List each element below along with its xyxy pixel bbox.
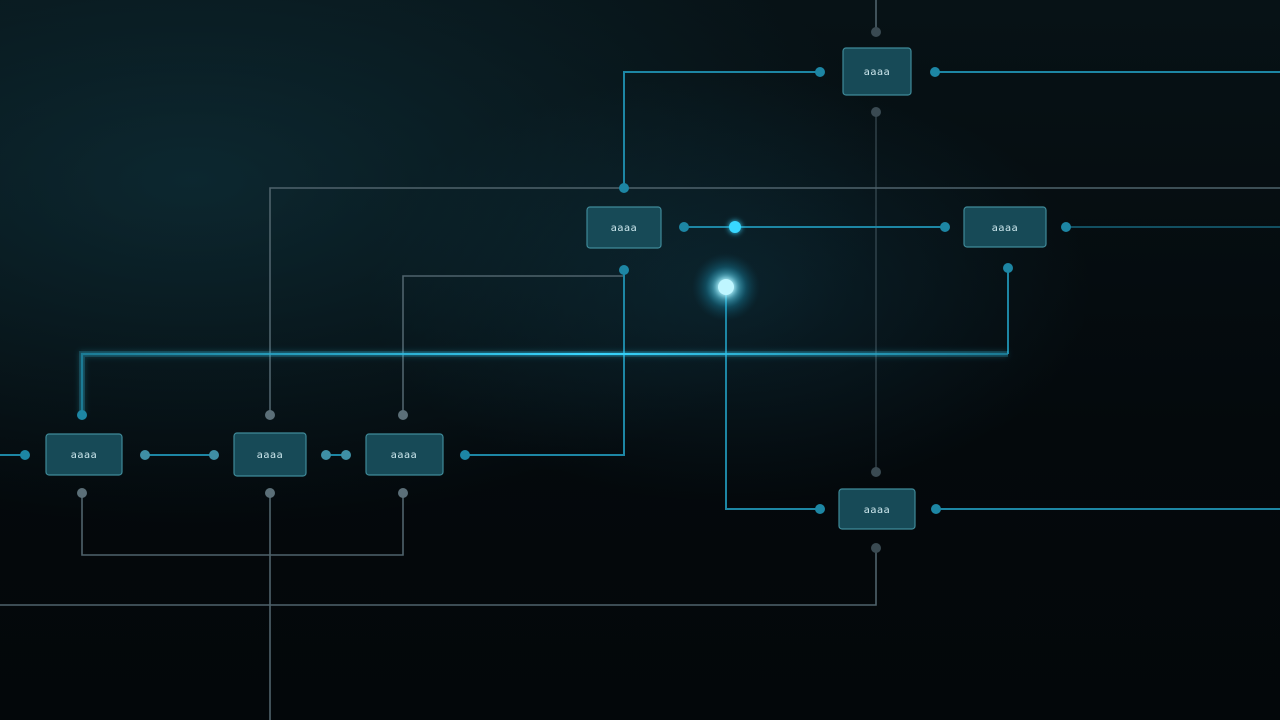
port-dot [871,467,881,477]
node-boxes: aaaa aaaa aaaa aaaa aaaa aaaa [45,47,1047,530]
process-node[interactable]: aaaa [838,488,916,530]
process-node[interactable]: aaaa [45,433,123,476]
connection-dots [20,27,1071,553]
port-dot [341,450,351,460]
port-dot [871,107,881,117]
node-label: aaaa [864,505,891,516]
node-label: aaaa [611,223,638,234]
port-dot [140,450,150,460]
port-dot [265,488,275,498]
connector-line [465,270,625,456]
port-dot [77,410,87,420]
port-dot [321,450,331,460]
port-dot [679,222,689,232]
node-label: aaaa [992,223,1019,234]
process-node[interactable]: aaaa [963,206,1047,248]
process-node[interactable]: aaaa [233,432,307,477]
port-dot [460,450,470,460]
port-dot [209,450,219,460]
connector-line [0,548,877,606]
port-dot [1061,222,1071,232]
port-dot [398,410,408,420]
port-dot [930,67,940,77]
node-label: aaaa [864,67,891,78]
port-dot [20,450,30,460]
node-label: aaaa [71,450,98,461]
port-dot [815,504,825,514]
port-dot [931,504,941,514]
connector-line [269,187,1280,415]
connector-line [402,275,624,415]
port-dot [265,410,275,420]
highlight-beam [79,287,1008,415]
node-label: aaaa [257,450,284,461]
connector-line [81,493,404,556]
port-dot [815,67,825,77]
process-node[interactable]: aaaa [365,433,444,476]
port-dot [619,265,629,275]
connector-line [623,71,820,188]
port-dot [729,221,741,233]
port-dot [940,222,950,232]
process-node[interactable]: aaaa [586,206,662,249]
glowing-orb [692,253,760,321]
port-dot [398,488,408,498]
port-dot [619,183,629,193]
port-dot [871,543,881,553]
port-dot [77,488,87,498]
connector-line [725,287,820,510]
process-node[interactable]: aaaa [842,47,912,96]
node-label: aaaa [391,450,418,461]
port-dot [1003,263,1013,273]
port-dot [871,27,881,37]
primary-connections [0,71,1280,510]
